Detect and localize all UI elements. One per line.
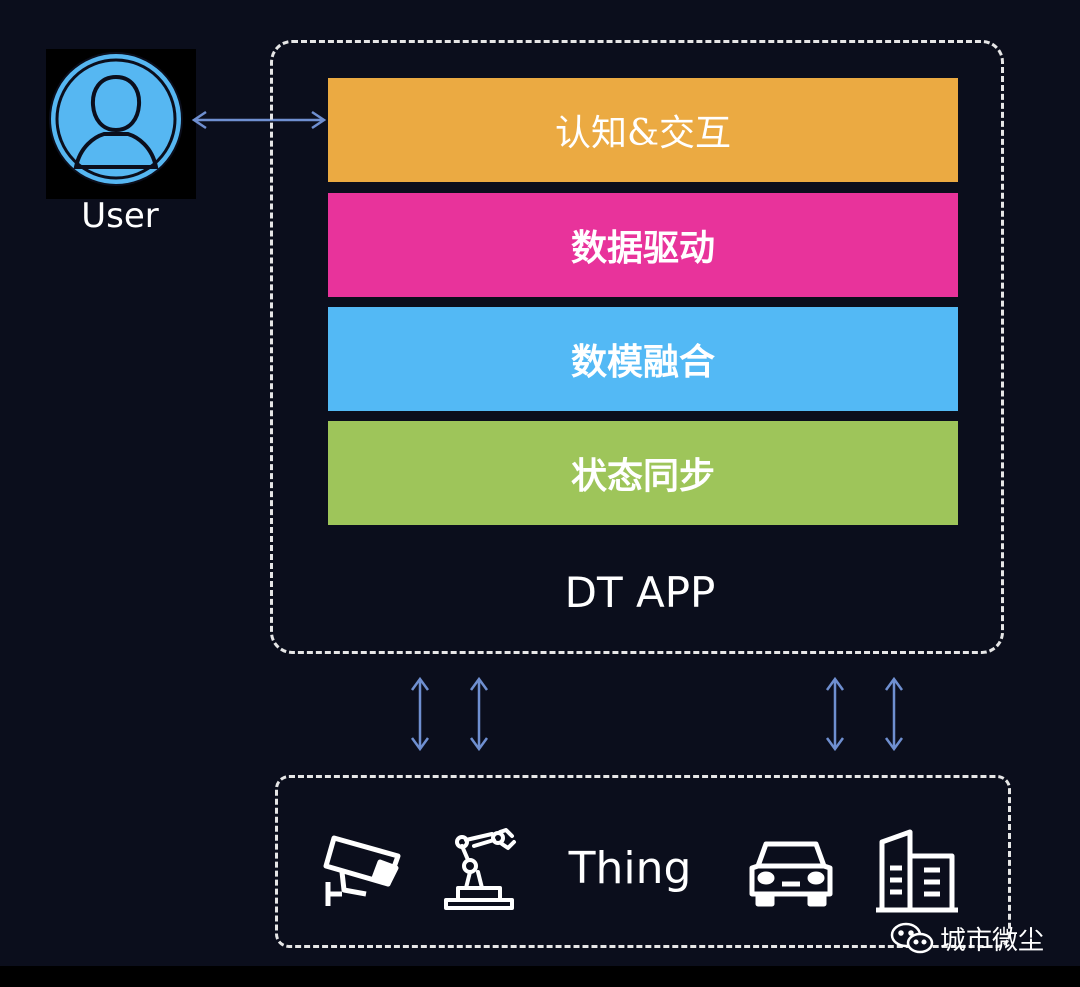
watermark: 城市微尘 [890, 920, 1044, 957]
layer-state-sync: 状态同步 [328, 421, 958, 525]
layer-cognition-interaction: 认知&交互 [328, 78, 958, 182]
building-icon [876, 829, 958, 913]
camera-icon [323, 835, 401, 906]
dt-app-frame [270, 40, 1004, 654]
robot-arm-icon [444, 828, 516, 910]
user-icon [49, 52, 183, 186]
bottom-band [0, 966, 1080, 987]
layer-data-driven: 数据驱动 [328, 193, 958, 297]
wechat-icon [890, 922, 934, 953]
layer-data-model-fusion: 数模融合 [328, 307, 958, 411]
dt-app-label: DT APP [564, 568, 716, 617]
left-arrows [410, 676, 489, 752]
watermark-text: 城市微尘 [940, 926, 1045, 956]
user-avatar-box [46, 49, 196, 199]
user-label: User [81, 196, 159, 236]
thing-label: Thing [568, 843, 692, 894]
right-arrows [825, 676, 904, 752]
car-icon [749, 841, 833, 907]
user-app-arrow [191, 110, 327, 130]
thing-frame [275, 775, 1011, 948]
